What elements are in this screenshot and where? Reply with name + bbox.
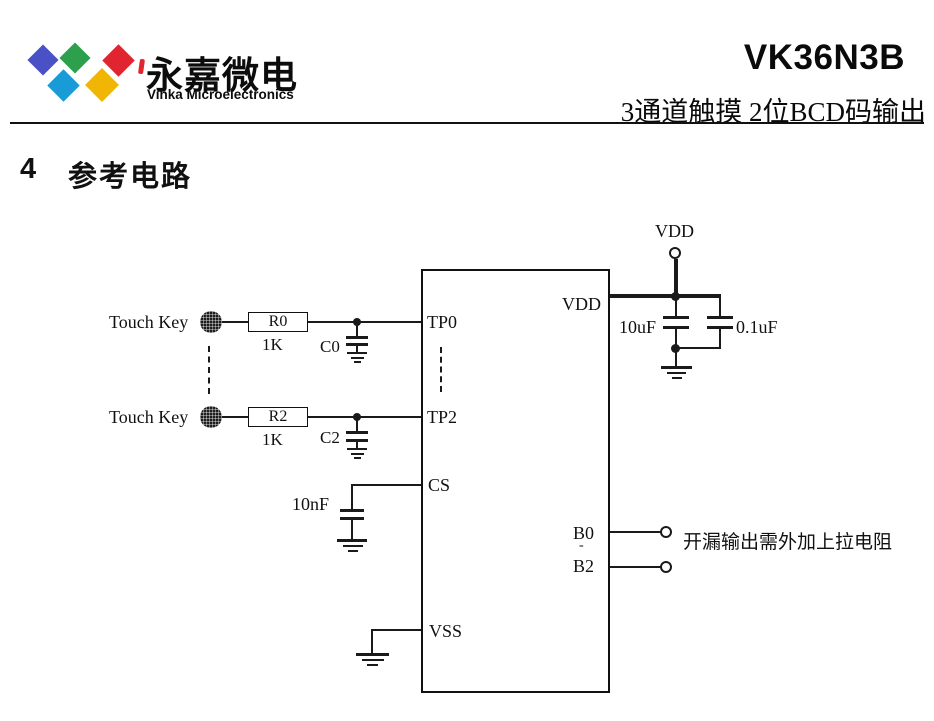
wire	[308, 321, 421, 323]
wire	[351, 519, 353, 539]
ground-symbol	[343, 545, 363, 547]
capacitor-01uf	[707, 326, 733, 329]
wire	[356, 441, 358, 449]
wire	[675, 328, 677, 348]
logo-company-en: Vinka Microelectronics	[147, 87, 294, 102]
wire	[352, 484, 421, 486]
ic-pin-tp2: TP2	[427, 407, 458, 427]
wire	[308, 416, 421, 418]
capacitor-10uf	[663, 316, 689, 319]
wire	[356, 345, 358, 353]
ground-symbol	[667, 372, 686, 374]
capacitor-01uf	[707, 316, 733, 319]
wire	[719, 297, 721, 316]
wire	[351, 484, 353, 509]
touch-key-label: Touch Key	[109, 312, 189, 332]
capacitor-c2	[346, 439, 368, 442]
resistor-r0-value: 1K	[262, 335, 283, 354]
junction-dot	[671, 292, 680, 301]
capacitor-01uf-label: 0.1uF	[736, 317, 778, 337]
wire	[372, 629, 421, 631]
touch-pad-electrode	[200, 406, 222, 428]
ground-symbol	[354, 361, 361, 363]
wire	[356, 325, 358, 337]
junction-dot	[353, 413, 361, 421]
section-number: 4	[20, 153, 37, 185]
capacitor-c2	[346, 431, 368, 434]
b0-terminal	[660, 526, 672, 538]
ic-pin-cs: CS	[428, 475, 451, 495]
capacitor-10uf-label: 10uF	[619, 317, 657, 337]
ic-pin-b0: B0	[573, 523, 595, 543]
junction-dot	[353, 318, 361, 326]
wire	[675, 297, 677, 316]
touch-key-ellipsis-dashed-line	[208, 346, 210, 394]
wire	[610, 566, 661, 568]
ic-body	[421, 269, 610, 693]
header-rule	[10, 122, 924, 124]
resistor-r2-value: 1K	[262, 430, 283, 449]
logo-diamond-cyan	[47, 69, 80, 102]
wire	[222, 416, 248, 418]
ic-pin-b2: B2	[573, 556, 595, 576]
section-title: 参考电路	[68, 161, 193, 193]
ground-symbol	[354, 457, 361, 459]
part-number-title: VK36N3B	[743, 38, 905, 77]
capacitor-10nf	[340, 509, 364, 512]
ground-symbol	[347, 352, 367, 354]
ground-symbol	[351, 453, 364, 455]
capacitor-c0-label: C0	[320, 337, 340, 356]
ic-pin-ellipsis-dashed-line	[440, 347, 442, 392]
logo-company-cn: 永嘉微电	[146, 55, 298, 96]
wire	[676, 347, 721, 349]
vdd-net-label: VDD	[655, 221, 694, 241]
capacitor-10uf	[663, 326, 689, 329]
ic-pin-vdd: VDD	[562, 294, 601, 314]
wire	[222, 321, 248, 323]
resistor-r0: R0	[248, 312, 308, 332]
b2-terminal	[660, 561, 672, 573]
ground-symbol	[672, 377, 682, 379]
ground-symbol	[337, 539, 367, 542]
touch-pad-electrode	[200, 311, 222, 333]
wire	[610, 294, 721, 298]
logo-diamond-red	[102, 44, 135, 77]
ground-symbol	[362, 659, 384, 661]
ground-symbol	[347, 448, 367, 450]
touch-key-label: Touch Key	[109, 407, 189, 427]
capacitor-c0	[346, 336, 368, 339]
ground-symbol	[348, 550, 358, 552]
ground-symbol	[356, 653, 389, 656]
ic-pin-range-dash: -	[579, 538, 584, 553]
capacitor-c0	[346, 343, 368, 346]
capacitor-10nf-label: 10nF	[292, 494, 330, 514]
wire	[675, 352, 677, 366]
wire	[719, 328, 721, 349]
wire	[674, 259, 678, 296]
logo-diamond-blue	[27, 44, 59, 76]
ground-symbol	[351, 357, 364, 359]
ic-pin-vss: VSS	[429, 621, 463, 641]
capacitor-10nf	[340, 517, 364, 520]
logo-red-stroke	[137, 58, 146, 75]
resistor-r2: R2	[248, 407, 308, 427]
resistor-r0-label: R0	[268, 313, 288, 330]
ground-symbol	[367, 664, 378, 666]
resistor-r2-label: R2	[268, 408, 288, 425]
wire	[371, 629, 373, 653]
junction-dot	[671, 344, 680, 353]
capacitor-c2-label: C2	[320, 428, 340, 447]
wire	[610, 531, 661, 533]
wire	[356, 420, 358, 432]
vdd-terminal	[669, 247, 681, 259]
ic-pin-tp0: TP0	[427, 312, 458, 332]
ground-symbol	[661, 366, 692, 369]
open-drain-note: 开漏输出需外加上拉电阻	[683, 532, 893, 553]
